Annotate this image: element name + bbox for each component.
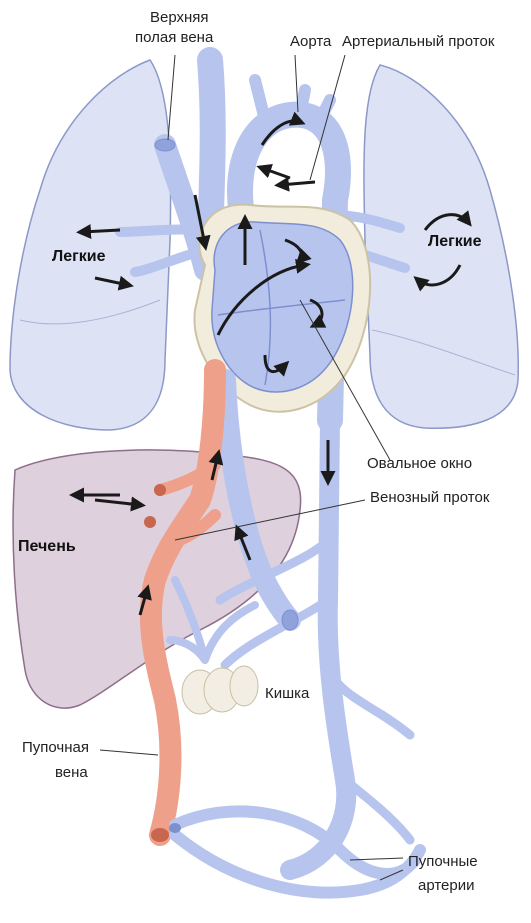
left-lung <box>10 60 171 430</box>
ivc-opening <box>282 610 298 630</box>
leader-umb-vein <box>100 750 158 755</box>
umbilical-artery-opening <box>169 823 181 833</box>
label-venous-duct: Венозный проток <box>370 489 490 506</box>
hepatic-opening-2 <box>144 516 156 528</box>
label-umbilical-vein-line2: вена <box>55 764 88 781</box>
label-aorta: Аорта <box>290 33 332 50</box>
label-umbilical-arteries-line1: Пупочные <box>408 853 478 870</box>
label-umbilical-arteries-line2: артерии <box>418 877 475 894</box>
umbilical-vein-opening <box>151 828 169 842</box>
label-svc-line2: полая вена <box>135 29 214 46</box>
arrow-lung-left-out <box>82 230 120 232</box>
intestine <box>182 666 258 714</box>
label-umbilical-vein-line1: Пупочная <box>22 739 89 756</box>
vena-cava-upper-branch <box>210 60 213 240</box>
svc-opening <box>155 139 175 151</box>
label-intestine: Кишка <box>265 685 310 702</box>
label-lungs-left: Легкие <box>52 248 106 265</box>
hepatic-opening-1 <box>154 484 166 496</box>
label-svc-line1: Верхняя <box>150 9 209 26</box>
label-liver: Печень <box>18 538 76 555</box>
arrow-ductus <box>280 182 315 185</box>
label-lungs-right: Легкие <box>428 233 482 250</box>
label-ductus-arteriosus: Артериальный проток <box>342 33 495 50</box>
leader-svc <box>168 55 175 140</box>
arrow-ductus-2 <box>262 168 290 178</box>
label-oval-window: Овальное окно <box>367 455 472 472</box>
